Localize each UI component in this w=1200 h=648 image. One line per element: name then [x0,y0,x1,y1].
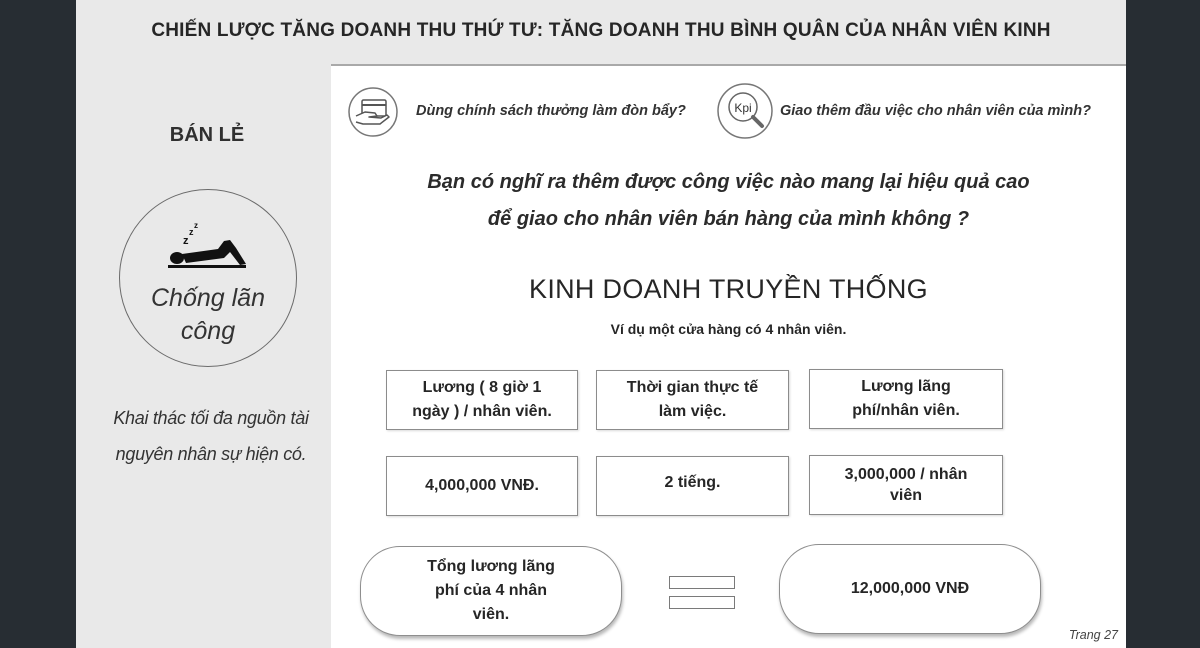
header-salary-line1: Lương ( 8 giờ 1 [422,379,542,396]
svg-text:z: z [189,227,194,237]
value-salary-box: 4,000,000 VNĐ. [386,456,578,516]
header-salary-line2: ngày ) / nhân viên. [412,403,552,420]
sidebar-desc-line2: nguyên nhân sự hiện có. [115,444,307,464]
key-question: Bạn có nghĩ ra thêm được công việc nào m… [331,164,1126,238]
example-note: Ví dụ một cửa hàng có 4 nhân viên. [610,321,847,337]
header-worktime-line1: Thời gian thực tế [626,379,759,396]
header-wasted-line2: phí/nhân viên. [852,402,960,419]
sidebar-heading: BÁN LẺ [169,124,245,146]
svg-text:z: z [194,221,198,230]
circle-label-line2: công [180,317,236,345]
sidebar-description: Khai thác tối đa nguồn tài nguyên nhân s… [76,400,346,472]
sleeping-person-icon: z z z [168,221,246,268]
value-worktime-box: 2 tiếng. [596,456,789,516]
tip-kpi-text: Giao thêm đầu việc cho nhân viên của mìn… [780,103,1092,119]
value-wasted-line2: viên [889,487,922,504]
page-number: Trang 27 [1068,628,1118,642]
equals-bar-top [669,576,735,589]
slide: CHIẾN LƯỢC TĂNG DOANH THU THỨ TƯ: TĂNG D… [76,0,1126,648]
value-worktime: 2 tiếng. [664,474,721,491]
kpi-magnifier-icon: Kpi [717,83,773,139]
question-line2: để giao cho nhân viên bán hàng của mình … [487,208,970,230]
header-worktime-box: Thời gian thực tế làm việc. [596,370,789,430]
total-label-line2: phí của 4 nhân [434,582,547,599]
section-title: KINH DOANH TRUYỀN THỐNG [529,274,928,304]
total-label-line3: viên. [472,606,510,623]
total-value-text: 12,000,000 VNĐ [850,580,970,597]
header-wasted-box: Lương lãng phí/nhân viên. [809,369,1003,429]
circle-label-line1: Chống lãn [151,284,265,312]
svg-text:Kpi: Kpi [734,101,751,115]
value-wasted-box: 3,000,000 / nhân viên [809,455,1003,515]
slide-title: CHIẾN LƯỢC TĂNG DOANH THU THỨ TƯ: TĂNG D… [151,20,1051,41]
value-salary: 4,000,000 VNĐ. [425,477,539,494]
total-label-line1: Tổng lương lãng [427,558,555,575]
circle-label: Chống lãn công [120,282,296,348]
svg-text:z: z [183,235,189,247]
tip-bonus-text: Dùng chính sách thưởng làm đòn bẩy? [416,103,686,119]
content-panel: Dùng chính sách thưởng làm đòn bẩy? Kpi … [331,64,1126,648]
total-wasted-value: 12,000,000 VNĐ [779,544,1041,634]
question-line1: Bạn có nghĩ ra thêm được công việc nào m… [427,171,1030,193]
sidebar-desc-line1: Khai thác tối đa nguồn tài [113,408,309,428]
equals-bar-bottom [669,596,735,609]
value-wasted-line1: 3,000,000 / nhân [844,466,968,483]
total-wasted-label: Tổng lương lãng phí của 4 nhân viên. [360,546,622,636]
header-salary-box: Lương ( 8 giờ 1 ngày ) / nhân viên. [386,370,578,430]
header-wasted-line1: Lương lãng [861,378,951,395]
anti-idleness-circle: z z z Chống lãn công [119,189,297,367]
card-hand-icon [348,87,398,137]
header-worktime-line2: làm việc. [658,403,727,420]
